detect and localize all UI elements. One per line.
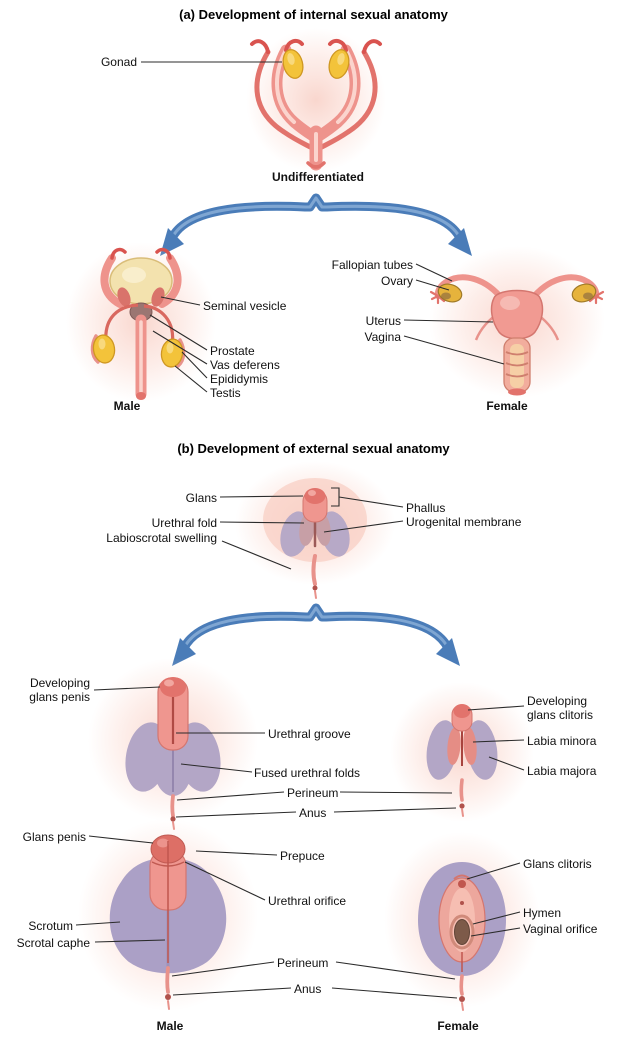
anus [165,994,171,1000]
label-fused-urethral-folds: Fused urethral folds [254,766,361,780]
uterus [490,289,544,340]
developing-male-external-illustration [88,658,258,830]
label-developing-glans-penis: Developing glans penis [29,676,90,704]
label-glans-penis: Glans penis [22,830,86,844]
developing-glans-clitoris [453,704,471,718]
label-glans-clitoris: Glans clitoris [523,857,592,871]
label-scrotal-raphe: Scrotal caphe [16,936,90,950]
caption-female-internal: Female [486,399,528,413]
label-developing-glans-clitoris: Developing glans clitoris [527,694,594,722]
vaginal-orifice [454,919,470,945]
anus [459,996,465,1002]
label-gonad: Gonad [100,55,137,69]
hymen [449,914,475,950]
label-labia-minora: Labia minora [527,734,597,748]
label-prepuce: Prepuce [280,849,325,863]
label-uterus: Uterus [365,314,401,328]
female-external-illustration [384,832,540,1011]
label-vas-deferens: Vas deferens [210,358,280,372]
developing-female-external-illustration [390,682,534,822]
label-scrotum: Scrotum [28,919,73,933]
branching-arrow-icon-internal [160,193,472,256]
label-urethral-orifice: Urethral orifice [268,894,347,908]
female-internal-illustration [429,246,605,398]
undifferentiated-external-illustration [235,461,395,599]
label-testis: Testis [210,386,241,400]
labia-minora [447,727,461,765]
label-labia-majora: Labia majora [527,764,597,778]
section-b-title: (b) Development of external sexual anato… [177,441,450,456]
caption-undifferentiated: Undifferentiated [271,170,364,184]
label-epididymis: Epididymis [210,372,269,386]
caption-male-internal: Male [113,399,141,413]
perineum [459,974,464,996]
label-prostate: Prostate [210,344,255,358]
label-anus-mid: Anus [299,806,327,820]
label-connector-lines [75,61,525,999]
label-urethral-groove: Urethral groove [268,727,351,741]
label-glans: Glans [185,491,217,505]
perineum [165,966,170,994]
caption-female-external: Female [437,1019,479,1033]
label-seminal-vesicle: Seminal vesicle [203,299,287,313]
developing-glans-penis [160,677,186,697]
label-ovary: Ovary [380,274,413,288]
glans [304,488,326,504]
undifferentiated-internal-illustration [246,28,386,172]
caption-male-external: Male [156,1019,184,1033]
label-labioscrotal-swelling: Labioscrotal swelling [106,531,217,545]
label-perineum-final: Perineum [277,956,329,970]
label-perineum-mid: Perineum [287,786,339,800]
label-vagina: Vagina [364,330,401,344]
label-vaginal-orifice: Vaginal orifice [523,922,598,936]
section-a-title: (a) Development of internal sexual anato… [179,7,448,22]
male-internal-illustration [66,242,216,402]
label-fallopian-tubes: Fallopian tubes [331,258,413,272]
testis-left [92,334,116,364]
male-external-illustration [78,819,258,1011]
label-phallus: Phallus [406,501,446,515]
label-anus-final: Anus [294,982,322,996]
seminal-vesicle [151,287,165,307]
label-urogenital-membrane: Urogenital membrane [406,515,522,529]
label-hymen: Hymen [523,906,562,920]
branching-arrow-icon-external [172,603,460,666]
epididymis [90,334,100,364]
glans-clitoris [458,880,466,888]
label-urethral-fold: Urethral fold [151,516,217,530]
